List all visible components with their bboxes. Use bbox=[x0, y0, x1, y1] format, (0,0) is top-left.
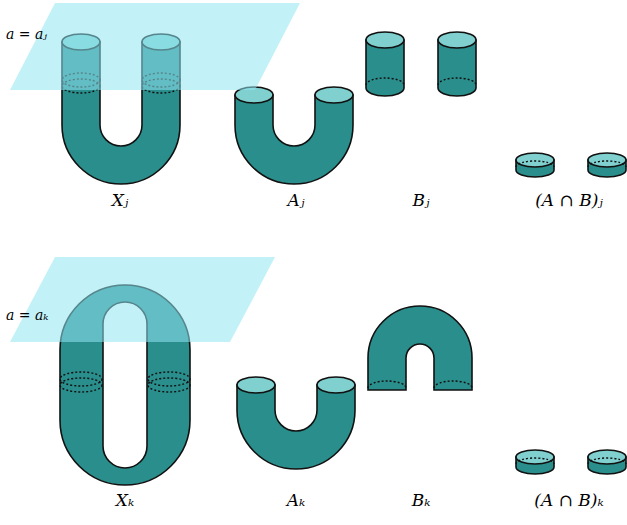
tube-end bbox=[237, 377, 275, 393]
tube-end bbox=[317, 377, 355, 393]
figure-label: Bⱼ bbox=[413, 190, 430, 210]
figure-label: (A ∩ B)ⱼ bbox=[535, 190, 603, 210]
cutting-plane bbox=[10, 257, 275, 342]
figure-label: (A ∩ B)ₖ bbox=[534, 490, 603, 510]
plane-label: a = aₖ bbox=[6, 307, 48, 323]
u-tube bbox=[235, 95, 353, 184]
tube-end bbox=[438, 32, 476, 48]
tube-end bbox=[516, 153, 554, 167]
tube-end bbox=[588, 153, 626, 167]
arch-tube bbox=[368, 306, 472, 390]
figure-label: Aⱼ bbox=[288, 190, 305, 210]
tube-end bbox=[588, 450, 626, 464]
plane-label: a = aⱼ bbox=[6, 26, 47, 42]
figure-label: Bₖ bbox=[412, 490, 431, 510]
tube-end bbox=[366, 32, 404, 48]
u-tube bbox=[237, 385, 355, 469]
figure-label: Aₖ bbox=[287, 490, 305, 510]
tube-end bbox=[315, 87, 353, 103]
figure-label: Xₖ bbox=[116, 490, 134, 510]
tube-end bbox=[516, 450, 554, 464]
cutting-plane bbox=[10, 3, 300, 90]
figure-label: Xⱼ bbox=[112, 190, 129, 210]
